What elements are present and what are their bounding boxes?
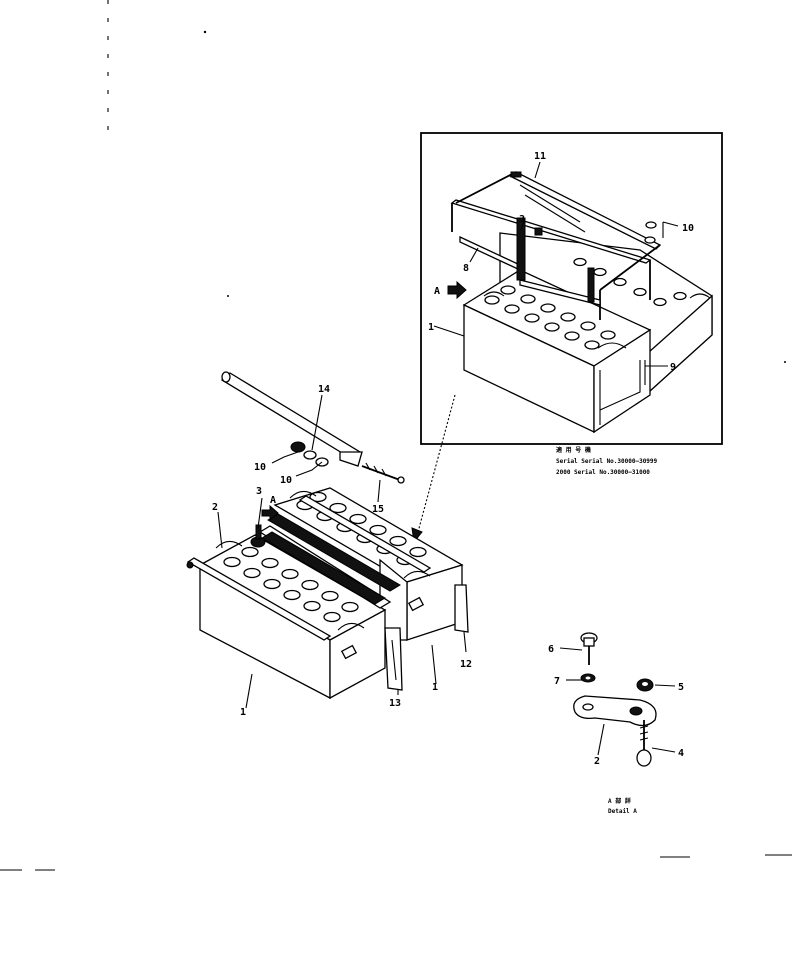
inset-label-11: 11: [534, 151, 546, 162]
main-label-2: 2: [212, 502, 218, 513]
main-label-1b: 1: [432, 682, 438, 693]
detail-label-7: 7: [554, 676, 560, 687]
main-nut-washer-10: [290, 441, 329, 467]
inset-hold-down-frame: [450, 171, 662, 320]
inset-caption-line2: Serial Serial No.30000—30999: [556, 458, 658, 465]
main-label-15: 15: [372, 504, 384, 515]
main-label-14: 14: [318, 384, 330, 395]
inset-pointer-leader: [417, 394, 456, 533]
detail-nut-5: [636, 678, 654, 692]
detail-a: 6 7 5 4 2 A 部 詳 Detail A: [548, 632, 684, 815]
main-rod-14: [220, 371, 363, 467]
inset-view: A 11 3 8 10 9 1 適 用 号 機 Serial Serial No…: [420, 132, 723, 476]
main-label-13: 13: [389, 698, 401, 709]
main-view-arrow-label: A: [270, 495, 276, 506]
main-label-3: 3: [256, 486, 262, 497]
main-cable-12: [454, 584, 469, 633]
main-leaders: [217, 394, 467, 709]
detail-caption-line2: Detail A: [608, 808, 637, 815]
scan-marks: [0, 0, 792, 871]
detail-label-5: 5: [678, 682, 684, 693]
inset-caption-line1: 適 用 号 機: [556, 446, 591, 454]
inset-leaders: [433, 161, 679, 367]
main-hold-down-bars: [186, 495, 432, 641]
inset-label-9: 9: [670, 362, 676, 373]
main-label-10b: 10: [280, 475, 292, 486]
main-view-arrow: A: [261, 495, 279, 522]
inset-battery-front: [462, 257, 711, 434]
inset-label-1: 1: [428, 322, 434, 333]
main-label-1a: 1: [240, 707, 246, 718]
main-label-10: 10: [254, 462, 266, 473]
detail-label-2: 2: [594, 756, 600, 767]
detail-label-6: 6: [548, 644, 554, 655]
inset-caption-line3: 2000 Serial No.30000—31000: [556, 469, 650, 476]
inset-label-8: 8: [463, 263, 469, 274]
main-label-12: 12: [460, 659, 472, 670]
detail-jbolt-4: [636, 720, 652, 767]
main-assembly: A 14 10 10 15 2 3 12 13 1 1: [186, 371, 472, 718]
inset-nut: [645, 221, 657, 229]
inset-label-3: 3: [519, 214, 525, 225]
inset-frame: [420, 132, 723, 445]
detail-clamp-2: [573, 695, 657, 727]
detail-label-4: 4: [678, 748, 684, 759]
detail-caption-line1: A 部 詳: [608, 797, 631, 805]
inset-washer: [644, 236, 656, 244]
detail-leaders: [559, 647, 676, 756]
detail-bolt-6: [580, 632, 598, 665]
inset-view-arrow-label: A: [434, 286, 440, 297]
main-bolt-15: [361, 462, 405, 484]
inset-view-arrow: A: [434, 280, 467, 300]
main-cell-caps-left: [223, 546, 359, 623]
inset-caption: 適 用 号 機 Serial Serial No.30000—30999 200…: [556, 446, 658, 476]
inset-label-10: 10: [682, 223, 694, 234]
